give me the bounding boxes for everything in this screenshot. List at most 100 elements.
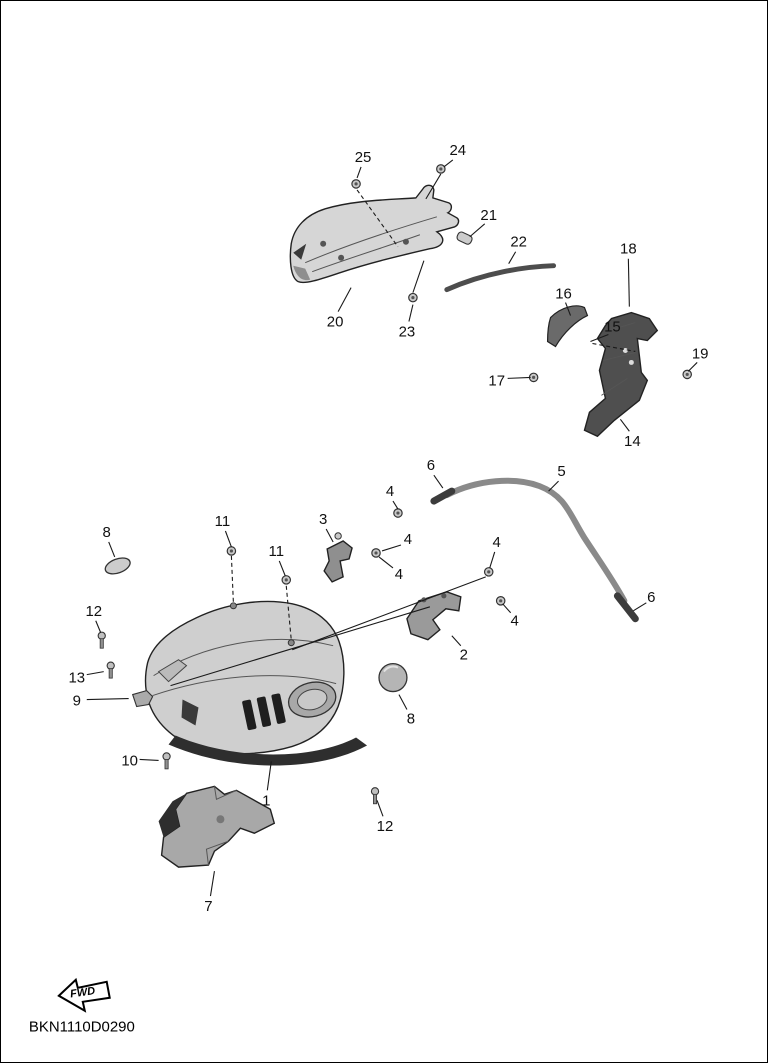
leader-line-4-20 xyxy=(378,556,394,569)
bolt-12-icon xyxy=(97,631,106,649)
part-code: BKN1110D0290 xyxy=(29,1019,135,1036)
main-cover-notch xyxy=(181,699,199,726)
main-cover-ridge2 xyxy=(152,675,337,697)
bracket-14-highlight xyxy=(601,322,636,396)
vent-slot xyxy=(242,699,257,731)
leader-line-7-32 xyxy=(209,871,215,897)
part-garnish-strip xyxy=(546,305,589,348)
callout-label-12-25: 12 xyxy=(85,603,102,620)
screw-4-icon xyxy=(495,596,506,606)
callout-label-24-1: 24 xyxy=(449,142,466,159)
bolt-13-icon xyxy=(106,661,115,679)
vent-slot xyxy=(271,693,286,724)
leader-line-10-29 xyxy=(139,758,159,761)
callout-label-6-23: 6 xyxy=(647,589,655,606)
callout-label-15-6: 15 xyxy=(604,319,621,336)
vent-slot xyxy=(256,696,272,727)
callout-label-12-31: 12 xyxy=(377,818,394,835)
panel-rivet xyxy=(402,238,409,245)
callout-label-20-7: 20 xyxy=(327,314,344,331)
construction-lines xyxy=(170,173,636,687)
leader-line-20-7 xyxy=(337,287,352,312)
leader-line-2-24 xyxy=(451,635,462,647)
part-holder-3 xyxy=(323,532,353,583)
callout-label-13-26: 13 xyxy=(68,670,85,687)
part-plug-8 xyxy=(378,663,408,693)
leader-line-4-21 xyxy=(489,551,496,569)
holder-3-screw xyxy=(334,532,342,540)
windshield-panel-shadow xyxy=(293,243,307,260)
callout-label-14-11: 14 xyxy=(624,433,641,450)
callout-label-8-28: 8 xyxy=(407,710,415,727)
callout-label-21-2: 21 xyxy=(480,207,497,224)
screw-25-icon xyxy=(351,179,361,189)
fwd-arrow-icon xyxy=(57,977,111,1013)
bracket-14-hole xyxy=(622,347,628,353)
callout-label-9-27: 9 xyxy=(73,693,81,710)
hose-end-right xyxy=(613,592,639,623)
part-hose-assembly xyxy=(430,477,639,623)
leader-line-4-22 xyxy=(502,603,512,614)
callout-label-4-18: 4 xyxy=(404,531,412,548)
leader-line-14-11 xyxy=(619,418,630,432)
leader-line-18-4 xyxy=(627,258,630,307)
main-cover-body xyxy=(144,600,345,755)
fwd-indicator: FWD xyxy=(57,977,111,1013)
leader-line-5-13 xyxy=(548,480,559,492)
screw-24-icon xyxy=(436,164,446,174)
bracket-7-edge xyxy=(158,793,187,838)
fwd-label: FWD xyxy=(69,985,95,1000)
leader-line-11-15 xyxy=(224,530,232,548)
callout-label-25-0: 25 xyxy=(355,149,372,166)
callout-label-16-5: 16 xyxy=(555,286,572,303)
windshield-panel-edge xyxy=(293,265,311,281)
leader-line-6-12 xyxy=(433,474,444,489)
callout-label-4-20: 4 xyxy=(395,566,403,583)
callout-label-18-4: 18 xyxy=(620,241,637,258)
leader-line-6-23 xyxy=(633,602,647,612)
leader-line-8-17 xyxy=(108,541,116,558)
screw-4-icon xyxy=(483,567,494,577)
leader-line-8-28 xyxy=(398,694,408,710)
windshield-panel-ridge2 xyxy=(312,234,421,273)
screw-19-icon xyxy=(682,369,692,380)
main-cover-flange xyxy=(168,735,368,766)
part-clamp-9 xyxy=(131,689,154,708)
part-clip-21 xyxy=(456,231,473,245)
holder-3-body xyxy=(323,540,353,583)
callout-label-10-29: 10 xyxy=(121,752,138,769)
bracket-2-hole xyxy=(441,593,447,599)
leader-line-25-0 xyxy=(356,166,362,179)
screw-23-icon xyxy=(408,292,418,303)
leader-line-24-1 xyxy=(443,159,454,168)
part-trim-strip xyxy=(444,263,557,293)
leader-line-19-9 xyxy=(687,362,698,372)
bracket-7-lines xyxy=(205,786,237,866)
leader-line-11-19 xyxy=(278,560,286,577)
bracket-14-body xyxy=(583,311,659,438)
leader-line-4-18 xyxy=(381,544,402,552)
callout-label-7-32: 7 xyxy=(204,898,212,915)
leader-line-9-27 xyxy=(86,698,129,701)
cover-boss xyxy=(229,602,237,610)
windshield-panel-body xyxy=(289,184,460,284)
leader-line-16-5 xyxy=(565,302,572,316)
part-grommet-8 xyxy=(104,557,131,575)
leader-line-3-16 xyxy=(325,528,334,543)
callout-label-1-30: 1 xyxy=(262,792,270,809)
callout-label-2-24: 2 xyxy=(460,647,468,664)
main-cover-vents xyxy=(242,693,286,731)
part-bracket-2 xyxy=(406,591,462,641)
callout-label-5-13: 5 xyxy=(557,463,565,480)
bolt-10-icon xyxy=(162,752,171,770)
callout-label-4-14: 4 xyxy=(386,483,394,500)
leader-line-22-3 xyxy=(508,251,517,264)
leader-line-1-30 xyxy=(266,761,272,791)
part-windshield-panel xyxy=(289,184,460,284)
callout-label-19-9: 19 xyxy=(692,345,709,362)
leader-line-13-26 xyxy=(86,671,104,676)
panel-rivet xyxy=(320,240,327,247)
callout-label-11-15: 11 xyxy=(215,513,231,530)
